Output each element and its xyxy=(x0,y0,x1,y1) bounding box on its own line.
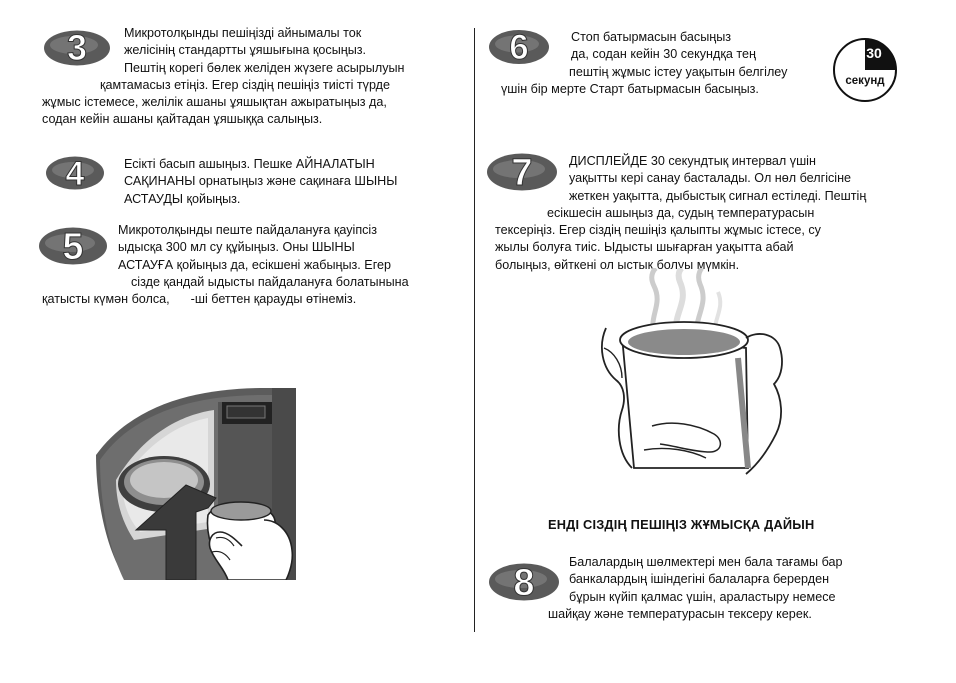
step-5-line: АСТАУҒА қойыңыз да, есікшені жабыңыз. Ег… xyxy=(118,257,392,272)
step-7-line: ДИСПЛЕЙДЕ 30 секундтық интервал үшін xyxy=(569,154,816,168)
step-5-line: ыдысқа 300 мл су құйыңыз. Оны ШЫНЫ xyxy=(118,240,355,255)
step-8-line: Балалардың шөлмектері мен бала тағамы ба… xyxy=(569,555,843,569)
step-7-text: ДИСПЛЕЙДЕ 30 секундтық интервал үшін уақ… xyxy=(495,153,935,274)
step-7-line: жылы болуға тиіс. Ыдысты шығарған уақытт… xyxy=(495,240,794,255)
step-7-line: уақытты кері санау басталады. Ол нөл бел… xyxy=(569,171,852,186)
page-divider xyxy=(474,28,475,632)
step-3-number: 3 xyxy=(67,29,87,67)
step-4-line: АСТАУДЫ қойыңыз. xyxy=(124,191,241,206)
step-4-badge: 4 xyxy=(45,155,105,191)
timer-unit: секунд xyxy=(845,75,885,87)
step-6-line: үшін бір мерте Старт батырмасын басыңыз. xyxy=(501,81,759,96)
step-5-text: Микротолқынды пеште пайдалануға қауіпсіз… xyxy=(42,222,462,308)
step-5-line: сізде қандай ыдысты пайдалануға болатыны… xyxy=(131,274,409,289)
step-6-badge: 6 xyxy=(488,28,550,66)
step-3-line: қамтамасыз етіңіз. Егер сіздің пешіңіз т… xyxy=(100,77,391,92)
step-7-line: жеткен уақытта, дыбыстық сигнал естіледі… xyxy=(569,188,867,203)
step-4-number: 4 xyxy=(66,155,85,191)
step-8-number: 8 xyxy=(513,562,534,602)
steaming-cup-illustration xyxy=(598,265,798,483)
step-3-badge: 3 xyxy=(43,29,111,67)
step-3-line: содан кейін ашаны қайтадан ұяшыққа салың… xyxy=(42,112,323,127)
step-3-line: Микротолқынды пешіңізді айнымалы ток xyxy=(124,26,362,40)
step-4-text: Есікті басып ашыңыз. Пешке АЙНАЛАТЫН САҚ… xyxy=(124,156,397,208)
step-3-line: жұмыс істемесе, желілік ашаны ұяшықтан а… xyxy=(42,95,387,110)
step-7-line: есікшесін ашыңыз да, судың температурасы… xyxy=(547,205,815,220)
ready-heading: ЕНДІ СІЗДІҢ ПЕШІҢІЗ ЖҰМЫСҚА ДАЙЫН xyxy=(548,517,815,532)
step-6-text: Стоп батырмасын басыңыз да, содан кейін … xyxy=(497,29,827,98)
step-8-text: Балалардың шөлмектері мен бала тағамы ба… xyxy=(548,554,908,623)
step-5-badge: 5 xyxy=(38,226,108,266)
step-5-line: қатысты күмән болса, -ші беттен қарауды … xyxy=(42,292,357,307)
step-8-badge: 8 xyxy=(488,562,560,602)
step-3-line: желісінің стандартты ұяшығына қосыңыз. xyxy=(124,43,367,58)
step-7-line: тексеріңіз. Егер сіздің пешіңіз қалыпты … xyxy=(495,223,821,238)
step-8-line: банкалардың ішіндегіні балаларға берерде… xyxy=(569,572,830,587)
step-7-badge: 7 xyxy=(486,152,558,192)
timer-dial: 30 секунд xyxy=(832,37,898,108)
step-8-line: шайқау және температурасын тексеру керек… xyxy=(548,606,812,621)
step-6-line: Стоп батырмасын басыңыз xyxy=(571,30,732,44)
step-5-line: Микротолқынды пеште пайдалануға қауіпсіз xyxy=(118,223,378,237)
step-5-number: 5 xyxy=(62,226,83,266)
microwave-illustration xyxy=(96,380,396,585)
step-8-line: бұрын күйіп қалмас үшін, араластыру неме… xyxy=(569,589,836,604)
step-6-line: да, содан кейін 30 секундқа тең xyxy=(571,47,756,62)
step-6-number: 6 xyxy=(509,28,528,66)
timer-value: 30 xyxy=(866,45,882,61)
step-4-line: САҚИНАНЫ орнатыңыз және сақинаға ШЫНЫ xyxy=(124,174,398,189)
step-3-line: Пештің корегі бөлек желіден жүзеге асыры… xyxy=(124,60,405,75)
step-7-number: 7 xyxy=(511,152,532,192)
step-3-text: Микротолқынды пешіңізді айнымалы ток жел… xyxy=(42,25,462,129)
step-4-line: Есікті басып ашыңыз. Пешке АЙНАЛАТЫН xyxy=(124,157,375,171)
step-6-line: пештің жұмыс істеу уақытын белгілеу xyxy=(569,64,788,79)
